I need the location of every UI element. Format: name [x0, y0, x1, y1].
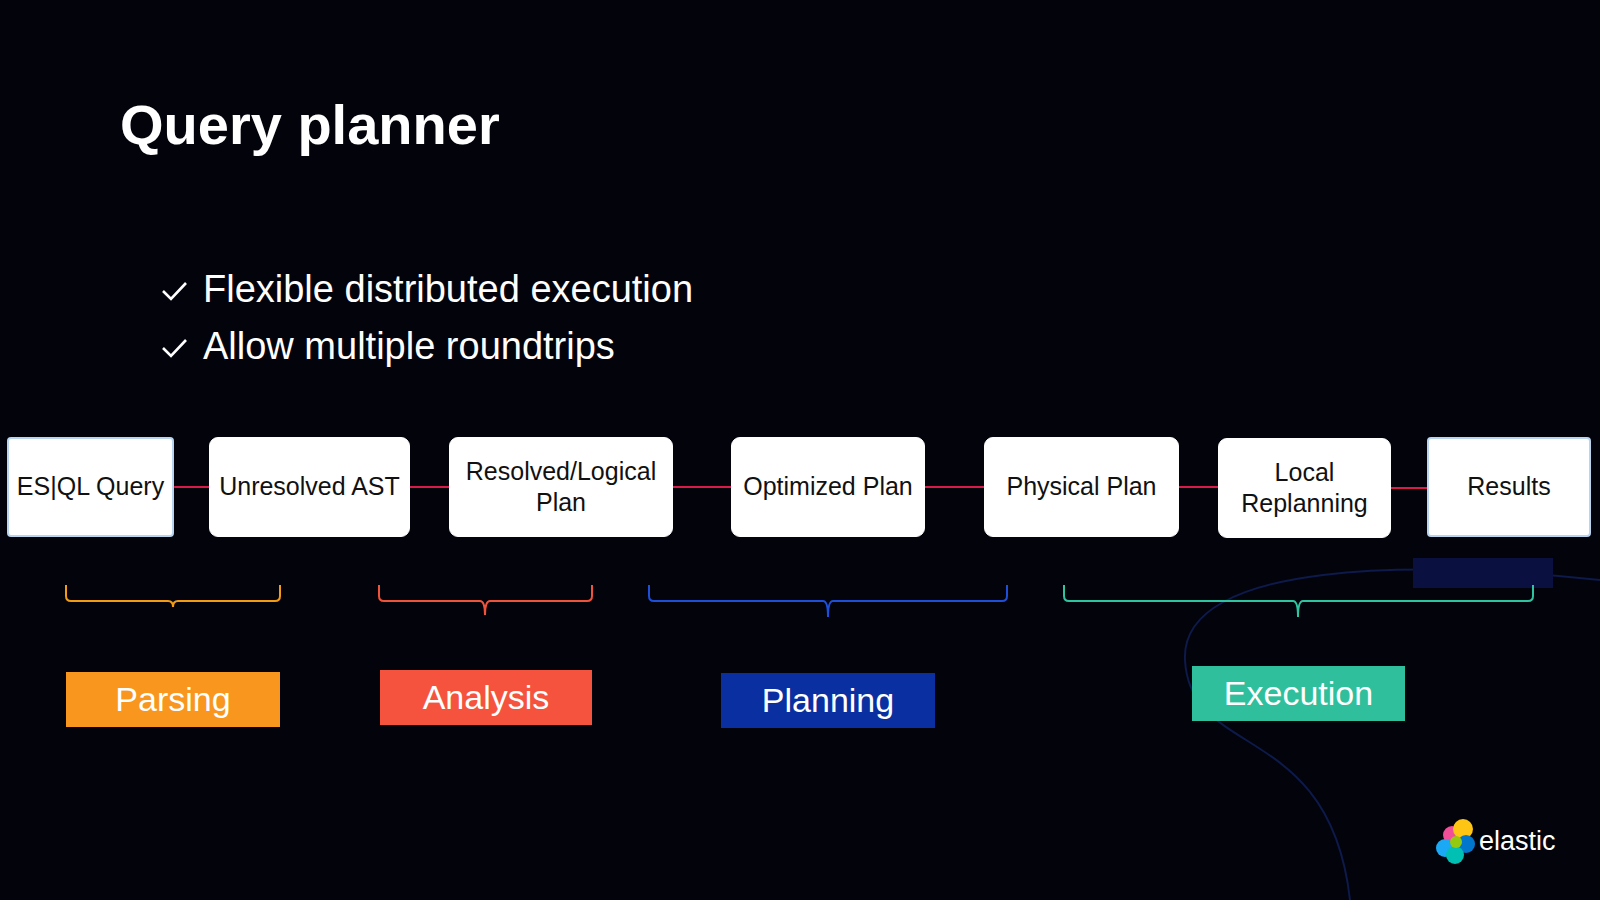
- box-text: Resolved/Logical Plan: [456, 456, 666, 519]
- stage-box: Unresolved AST: [209, 437, 410, 537]
- box-text: Unresolved AST: [219, 471, 400, 502]
- stage-box: ES|QL Query: [7, 437, 174, 537]
- box-text: Physical Plan: [1006, 471, 1156, 502]
- box-text: Optimized Plan: [743, 471, 913, 502]
- elastic-logo: [1436, 819, 1475, 864]
- stage-box: Physical Plan: [984, 437, 1179, 537]
- bullet-text: Allow multiple roundtrips: [203, 325, 615, 368]
- pipeline-connector: [925, 486, 984, 488]
- phase-label: Analysis: [380, 670, 592, 725]
- phase-label: Planning: [721, 673, 935, 728]
- box-text: Analysis: [423, 676, 550, 719]
- pipeline-connector: [1179, 486, 1218, 488]
- pipeline-connector: [174, 486, 209, 488]
- bracket: [66, 585, 280, 607]
- bracket: [379, 585, 592, 615]
- phase-label: Execution: [1192, 666, 1405, 721]
- box-text: ES|QL Query: [17, 471, 164, 502]
- box-text: Parsing: [115, 678, 230, 721]
- stage-box: Optimized Plan: [731, 437, 925, 537]
- bullet-text: Flexible distributed execution: [203, 268, 693, 311]
- bracket: [1064, 585, 1533, 617]
- pipeline-connector: [673, 486, 731, 488]
- box-text: Execution: [1224, 672, 1373, 715]
- check-mark: [163, 283, 186, 299]
- stage-box: Resolved/Logical Plan: [449, 437, 673, 537]
- swoosh-curve: [1185, 570, 1600, 900]
- box-text: Local Replanning: [1225, 457, 1384, 520]
- box-text: Results: [1467, 471, 1550, 502]
- bracket: [649, 585, 1007, 617]
- slide-title: Query planner: [120, 92, 500, 157]
- shade-band: [1413, 558, 1553, 588]
- check-mark: [163, 340, 186, 356]
- stage-box: Local Replanning: [1218, 438, 1391, 538]
- phase-label: Parsing: [66, 672, 280, 727]
- pipeline-connector: [410, 486, 449, 488]
- logo-text: elastic: [1479, 826, 1556, 857]
- stage-box: Results: [1427, 437, 1591, 537]
- pipeline-connector: [1391, 487, 1427, 489]
- box-text: Planning: [762, 679, 894, 722]
